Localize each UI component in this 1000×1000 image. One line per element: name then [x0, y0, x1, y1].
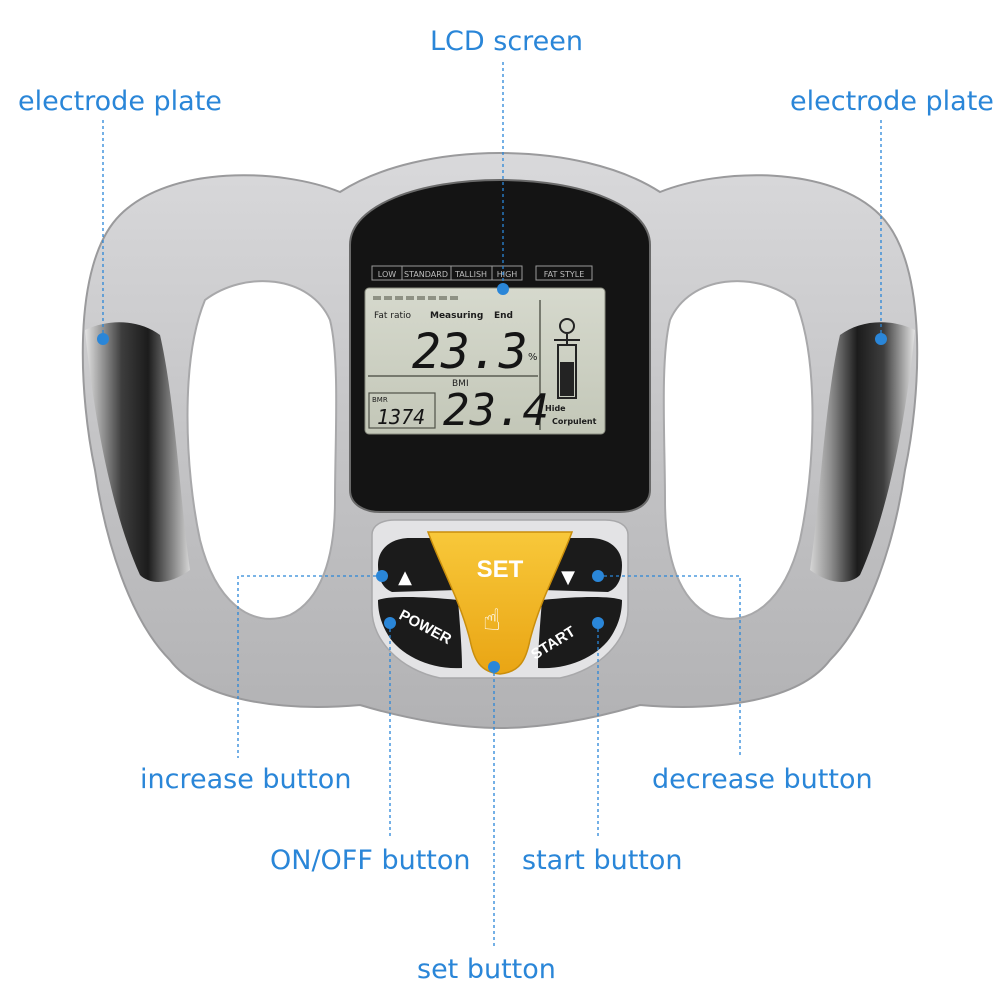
lcd-fat-style: FAT STYLE [544, 270, 585, 279]
callout-decrease-button: decrease button [652, 764, 873, 795]
callout-start-button: start button [522, 845, 683, 876]
lcd-category-tallish: TALLISH [454, 270, 487, 279]
set-button-label: SET [477, 556, 524, 583]
callout-increase-button: increase button [140, 764, 352, 795]
lcd-fat-value: 23.3 [412, 324, 528, 380]
lcd-category-standard: STANDARD [404, 270, 448, 279]
lcd-bmr-label: BMR [372, 396, 388, 404]
right-electrode-plate [810, 322, 915, 582]
callout-electrode-plate-left: electrode plate [18, 86, 222, 117]
lcd-category-strip [371, 265, 593, 281]
set-button[interactable] [426, 531, 574, 675]
callout-onoff-button: ON/OFF button [270, 845, 471, 876]
right-handle-opening [662, 280, 814, 620]
lcd-hide-label: Hide [545, 404, 566, 413]
up-arrow-icon: ▲ [398, 567, 412, 588]
lcd-measuring-label: Measuring [430, 311, 483, 321]
lcd-category-low: LOW [378, 270, 396, 279]
lcd-bmi-value: 23.4 [443, 385, 549, 436]
lcd-category-high: HIGH [497, 270, 518, 279]
finger-touch-icon: ☝ [483, 603, 501, 638]
lcd-bmi-label: BMI [452, 379, 469, 389]
start-button[interactable] [538, 597, 622, 669]
callout-leaders [102, 62, 882, 948]
lcd-percent-sign: % [528, 352, 538, 363]
lcd-bmr-value: 1374 [377, 405, 425, 429]
lcd-screen [364, 287, 606, 435]
callout-lcd-screen: LCD screen [430, 26, 584, 57]
body-figure-fill [560, 362, 574, 396]
power-button[interactable] [378, 597, 462, 669]
callout-electrode-plate-right: electrode plate [790, 86, 994, 117]
down-arrow-icon: ▼ [561, 567, 575, 588]
callout-set-button: set button [417, 954, 556, 985]
lcd-segment-row [373, 296, 458, 300]
lcd-bmr-box [368, 392, 436, 429]
body-figure-icon [554, 318, 580, 399]
lcd-end-label: End [494, 311, 513, 321]
callout-dots [97, 283, 887, 673]
lcd-corpulent-label: Corpulent [552, 417, 597, 426]
left-electrode-plate [85, 322, 190, 582]
lcd-fat-ratio-label: Fat ratio [374, 311, 412, 321]
left-handle-opening [186, 280, 338, 620]
